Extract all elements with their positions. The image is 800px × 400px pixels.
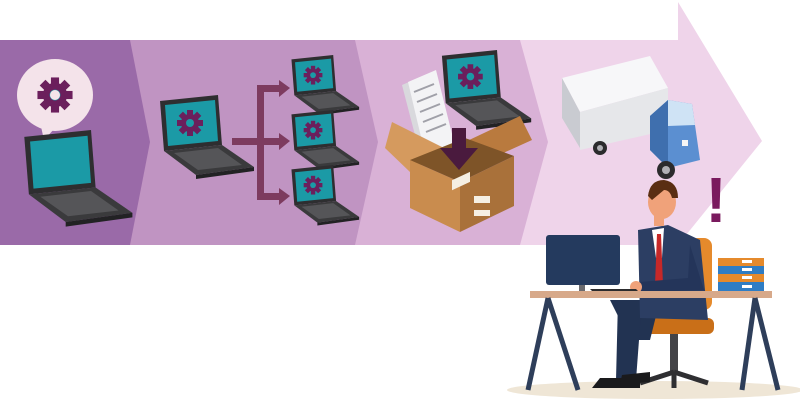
stage-package [385,50,532,232]
stage-ship [562,56,700,179]
gear-speech-bubble-icon [17,59,93,140]
branch-arrow-icon [232,80,290,205]
desk-icon [525,291,781,391]
document-icon [402,70,455,162]
delivery-truck-icon [562,56,700,179]
alert-exclamation: ! [705,164,726,236]
stage-configure [17,59,133,227]
office-scene [507,180,800,399]
stage-deploy [160,55,360,226]
down-arrow-icon [440,128,478,170]
binders-icon [718,258,764,291]
floor-shadow [507,381,800,399]
